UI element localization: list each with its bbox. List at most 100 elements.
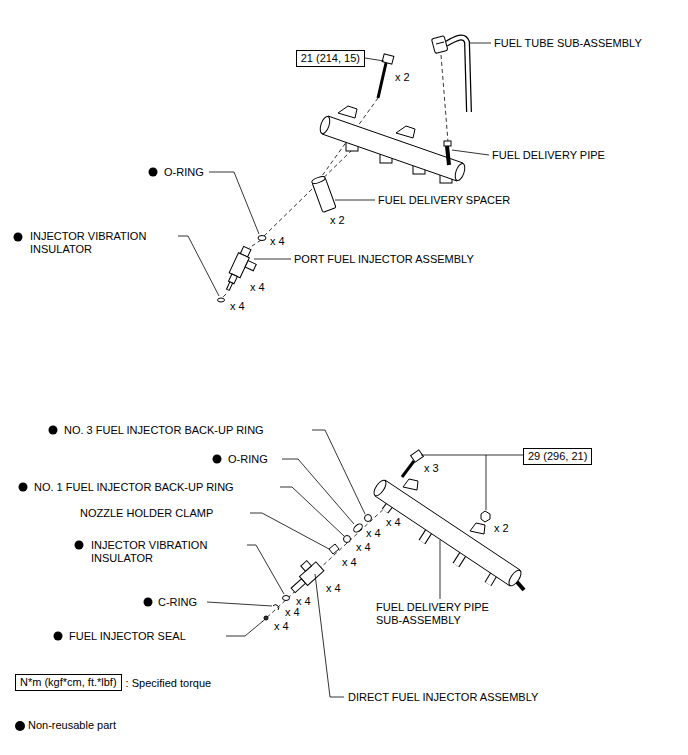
port-fuel-injector bbox=[226, 282, 232, 291]
leader-line bbox=[470, 43, 491, 44]
quantity-label: x 4 bbox=[283, 606, 302, 619]
fuel-delivery-pipe-sub-assembly bbox=[470, 523, 485, 534]
non-reusable-mark bbox=[14, 233, 23, 242]
leader-line bbox=[254, 259, 291, 260]
fuel-delivery-spacer bbox=[311, 175, 336, 212]
quantity-label: x 4 bbox=[340, 556, 359, 569]
torque-box: 29 (296, 21) bbox=[523, 448, 592, 465]
injector-vibration-insulator bbox=[218, 298, 225, 302]
fuel-delivery-pipe-sub-assembly bbox=[403, 479, 418, 490]
part-label: NO. 3 FUEL INJECTOR BACK-UP RING bbox=[62, 424, 266, 437]
fuel-tube bbox=[431, 36, 469, 112]
no1-back-up-ring bbox=[344, 536, 351, 543]
fuel-delivery-pipe-sub-assembly bbox=[456, 554, 463, 565]
torque-value: 21 (214, 15) bbox=[301, 52, 360, 64]
part-label: NOZZLE HOLDER CLAMP bbox=[78, 507, 215, 520]
assembly-line bbox=[222, 294, 226, 298]
direct-fuel-injector bbox=[301, 561, 312, 572]
non-reusable-mark bbox=[213, 455, 222, 464]
torque-box: 21 (214, 15) bbox=[296, 50, 365, 67]
leader-line bbox=[335, 200, 375, 201]
part-label: C-RING bbox=[156, 596, 199, 609]
fuel-delivery-pipe-sub-assembly bbox=[422, 531, 429, 542]
quantity-label: x 2 bbox=[328, 214, 347, 227]
quantity-label: x 4 bbox=[228, 300, 247, 313]
leader-line bbox=[247, 545, 284, 594]
nut bbox=[481, 511, 490, 522]
fuel-delivery-pipe-sub-assembly bbox=[372, 478, 389, 497]
leader-line bbox=[226, 621, 263, 636]
part-label: DIRECT FUEL INJECTOR ASSEMBLY bbox=[346, 691, 540, 704]
quantity-label: x 4 bbox=[248, 281, 267, 294]
o-ring bbox=[352, 522, 364, 533]
fuel-tube bbox=[436, 42, 444, 44]
assembly-line bbox=[441, 55, 448, 142]
leader-line bbox=[209, 172, 259, 234]
legend-text: Non-reusable part bbox=[28, 719, 116, 732]
assembly-line bbox=[249, 240, 261, 248]
quantity-label: x 3 bbox=[422, 462, 441, 475]
part-label: FUEL TUBE SUB-ASSEMBLY bbox=[492, 37, 644, 50]
direct-fuel-system bbox=[262, 450, 524, 622]
quantity-label: x 2 bbox=[393, 71, 412, 84]
fuel-tube bbox=[446, 38, 469, 112]
part-label: NO. 1 FUEL INJECTOR BACK-UP RING bbox=[32, 481, 236, 494]
bolt bbox=[382, 54, 394, 64]
leader-line bbox=[178, 43, 523, 697]
assembly-line bbox=[264, 150, 352, 236]
leader-line bbox=[421, 455, 486, 456]
part-label: O-RING bbox=[226, 453, 270, 466]
fuel-delivery-pipe bbox=[318, 115, 331, 135]
torque-value: N*m (kgf*cm, ft.*lbf) bbox=[20, 676, 117, 688]
non-reusable-mark bbox=[149, 168, 158, 177]
c-ring bbox=[273, 605, 279, 610]
fuel-delivery-pipe bbox=[453, 162, 466, 182]
quantity-label: x 4 bbox=[364, 527, 383, 540]
part-label: FUEL DELIVERY SPACER bbox=[376, 194, 512, 207]
leader-line bbox=[280, 487, 344, 536]
no3-back-up-ring bbox=[365, 515, 372, 522]
part-label: INJECTOR VIBRATION INSULATOR bbox=[89, 539, 233, 565]
leader-line bbox=[440, 540, 441, 599]
bolt bbox=[402, 450, 423, 477]
fuel-delivery-pipe bbox=[318, 106, 466, 183]
quantity-label: x 4 bbox=[354, 541, 373, 554]
quantity-label: x 4 bbox=[384, 516, 403, 529]
injector-vibration-insulator bbox=[283, 596, 290, 601]
o-ring bbox=[258, 236, 266, 241]
fuel-delivery-pipe bbox=[396, 126, 415, 138]
legend-swatch bbox=[15, 721, 25, 731]
fuel-delivery-pipe-sub-assembly bbox=[456, 554, 463, 565]
fuel-delivery-pipe bbox=[338, 106, 357, 118]
nozzle-holder-clamp bbox=[329, 544, 339, 554]
assembly-line bbox=[262, 505, 388, 622]
fuel-delivery-pipe bbox=[447, 146, 449, 165]
fuel-delivery-spacer bbox=[311, 175, 326, 184]
fuel-delivery-pipe-sub-assembly bbox=[488, 574, 494, 584]
quantity-label: x 2 bbox=[492, 522, 511, 535]
leader-line bbox=[486, 455, 523, 510]
fuel-delivery-pipe-sub-assembly bbox=[372, 478, 524, 590]
fuel-delivery-pipe-sub-assembly bbox=[375, 480, 520, 586]
legend-torque-box: N*m (kgf*cm, ft.*lbf) bbox=[15, 674, 122, 691]
part-label: PORT FUEL INJECTOR ASSEMBLY bbox=[292, 253, 476, 266]
fuel-delivery-pipe-sub-assembly bbox=[488, 574, 494, 584]
part-label: : Specified torque bbox=[124, 677, 214, 690]
fuel-delivery-pipe bbox=[444, 141, 451, 146]
leader-line bbox=[452, 150, 489, 155]
leader-line bbox=[207, 602, 272, 606]
leader-line bbox=[178, 236, 219, 296]
non-reusable-mark bbox=[49, 426, 58, 435]
leader-line bbox=[365, 58, 384, 61]
legend-entry: Non-reusable part bbox=[15, 719, 116, 732]
leader-line bbox=[250, 513, 329, 549]
part-label: O-RING bbox=[162, 166, 206, 179]
port-fuel-injector bbox=[245, 261, 256, 271]
fuel-injector-seal bbox=[264, 616, 268, 620]
part-label: INJECTOR VIBRATION INSULATOR bbox=[28, 230, 172, 256]
fuel-delivery-pipe bbox=[322, 116, 463, 181]
bolt bbox=[411, 450, 424, 462]
non-reusable-mark bbox=[54, 632, 63, 641]
non-reusable-mark bbox=[19, 483, 28, 492]
